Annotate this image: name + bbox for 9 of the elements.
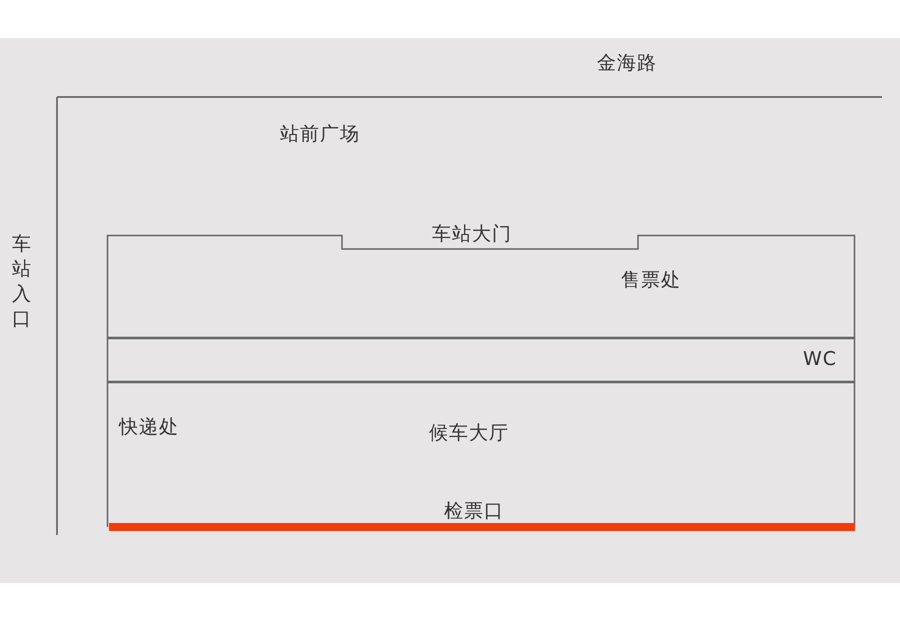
room-label: WC <box>802 348 837 370</box>
entrance-label: 车站入口 <box>12 232 33 332</box>
road-name-label: 金海路 <box>597 51 657 76</box>
ticket-check-label: 检票口 <box>444 499 504 524</box>
plaza-label: 站前广场 <box>280 122 360 147</box>
gate-label: 车站大门 <box>432 222 512 247</box>
room-label: 售票处 <box>621 268 681 293</box>
room-label: 快递处 <box>119 415 179 440</box>
room-label: 候车大厅 <box>429 421 509 446</box>
